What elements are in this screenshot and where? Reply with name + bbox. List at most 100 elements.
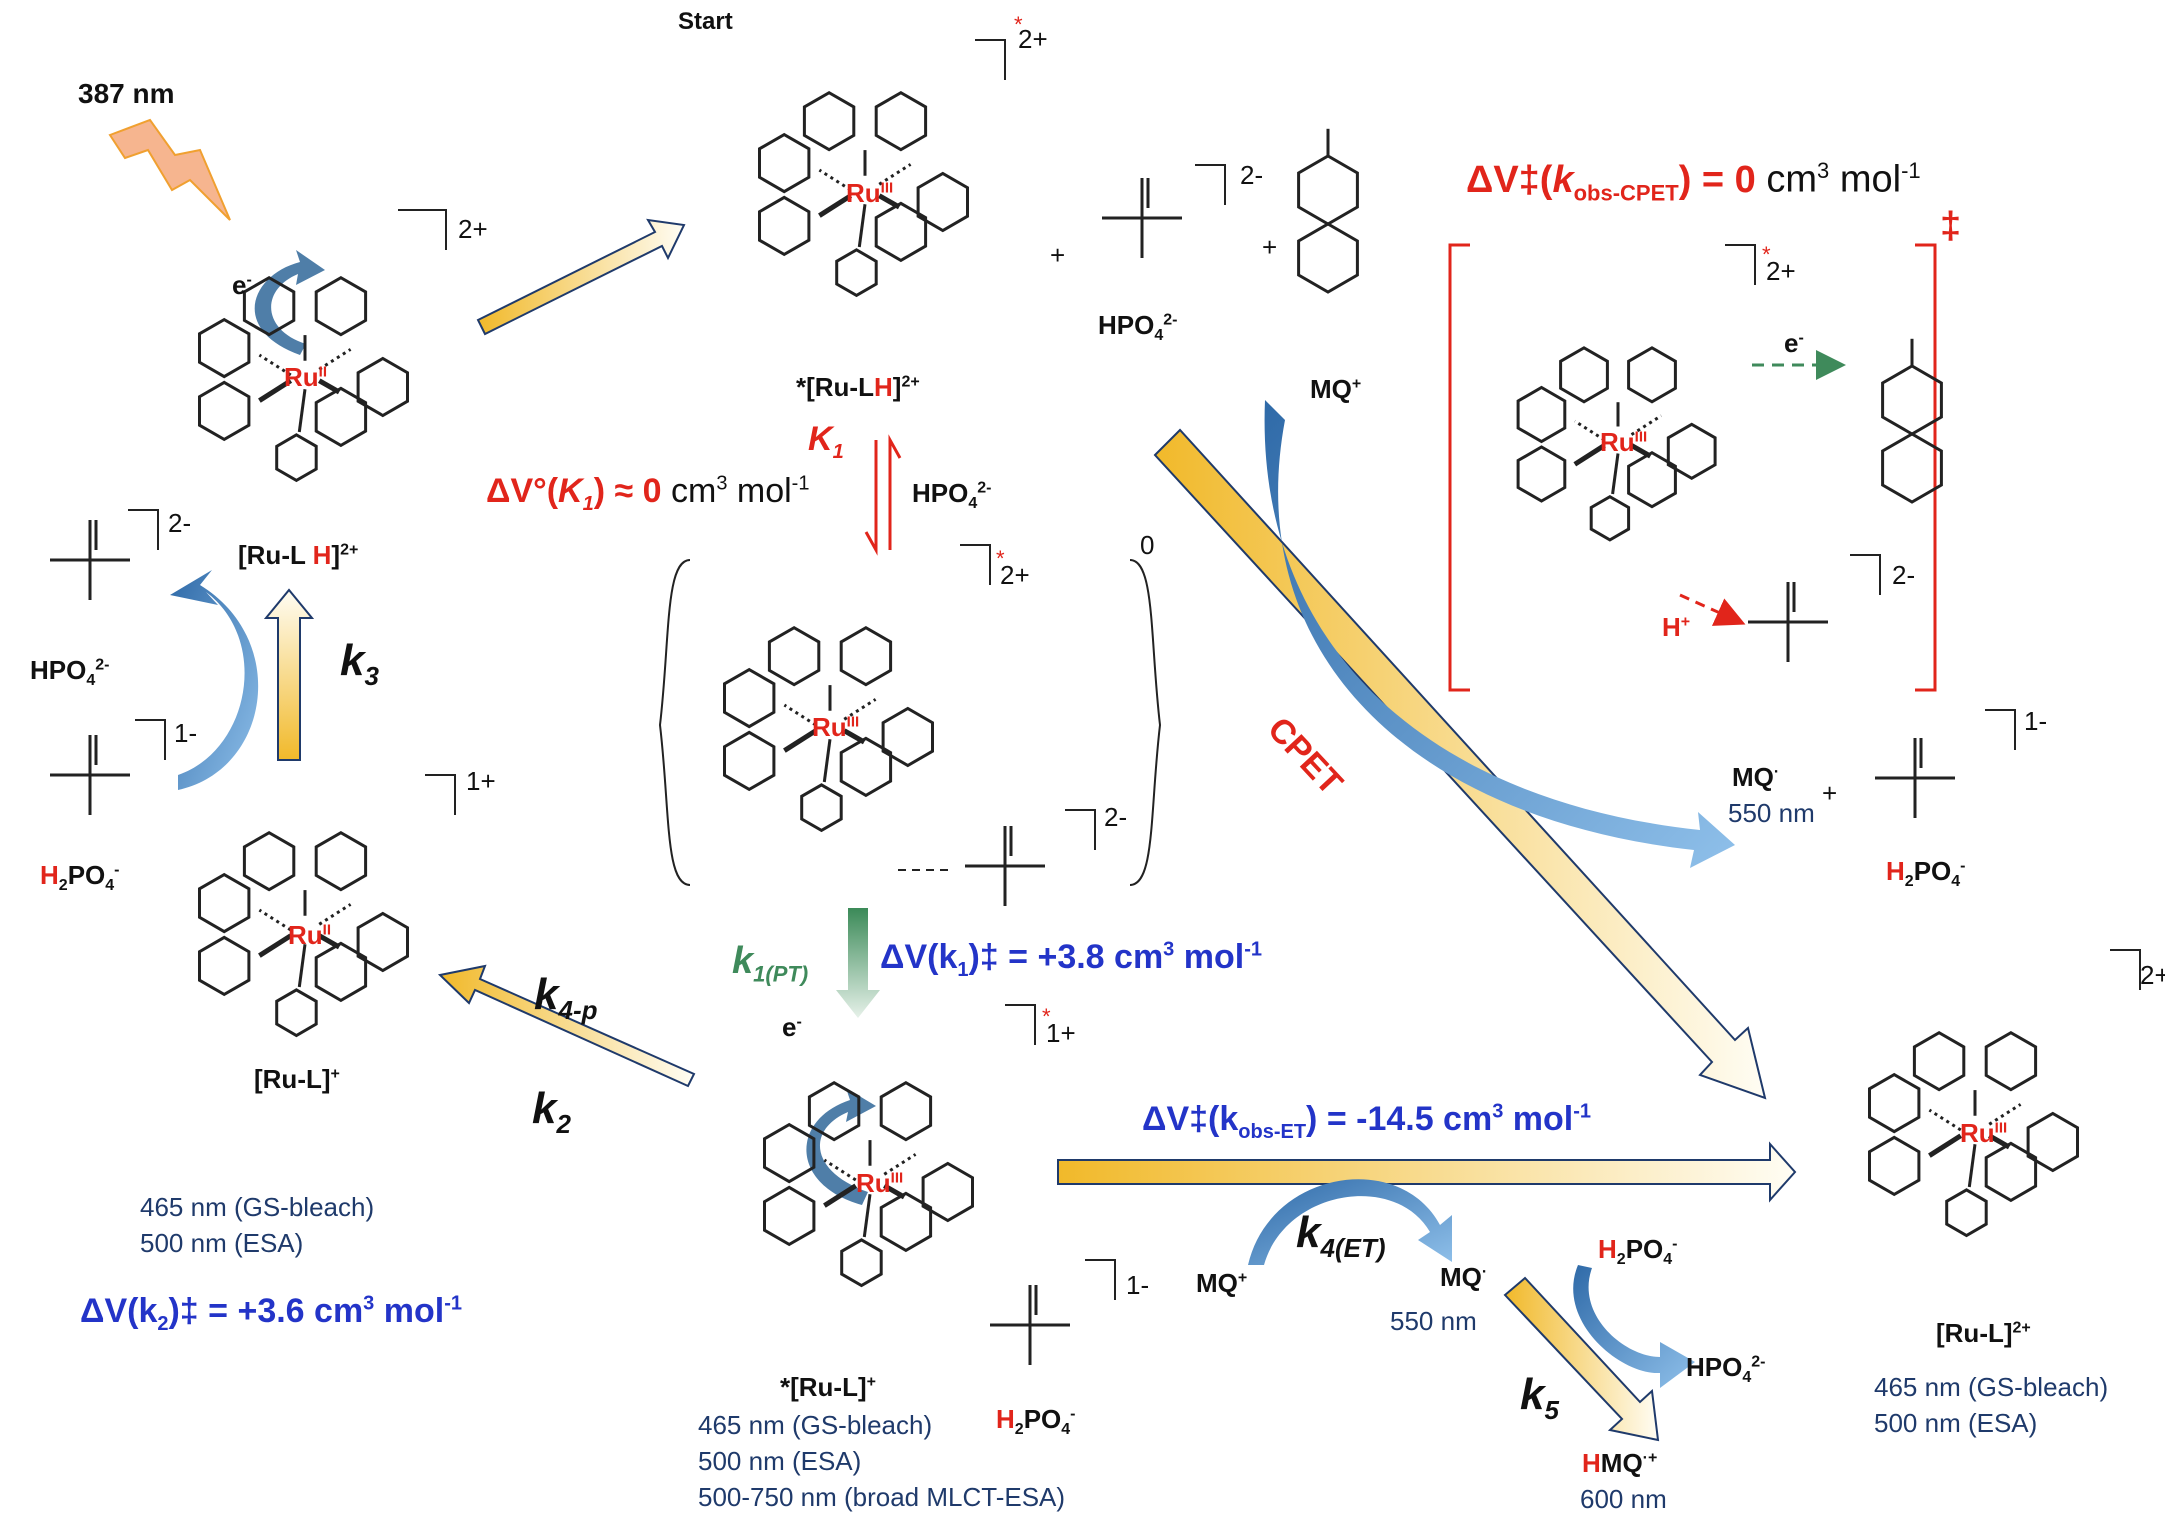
label-h2po4-k5: H2PO4- (1598, 1234, 1678, 1269)
product-pyridine-ring (2026, 1111, 2079, 1173)
rate-k2: k2 (532, 1084, 571, 1139)
ts-bond (1630, 414, 1663, 436)
label-hpo4-k5: HPO42- (1686, 1352, 1766, 1387)
eq-dv-k2: ΔV(k2)‡ = +3.6 cm3 mol-1 (80, 1292, 462, 1335)
adduct-braces (658, 559, 1162, 886)
deprotonated-bond (318, 903, 352, 926)
label-hmq: HMQ·+ (1582, 1448, 1658, 1478)
charge-adduct-po4: 2- (1104, 802, 1128, 832)
k5-phosphate-curve (1573, 1265, 1695, 1388)
deprotonated-bond (258, 933, 293, 958)
ts-double-dagger: ‡ (1940, 205, 1962, 247)
excited-bond (878, 193, 901, 210)
charge-hpo4-left: 2- (168, 508, 192, 538)
plus-sign-3: + (1822, 778, 1838, 808)
adduct-pyridine-ring (881, 706, 934, 768)
ground-bond (297, 389, 307, 433)
rate-k3: k3 (340, 636, 379, 691)
product-bond (1928, 1133, 1963, 1158)
rate-k4-et: k4(ET) (1296, 1208, 1386, 1263)
eq-dv-et: ΔV‡(kobs-ET) = -14.5 cm3 mol-1 (1142, 1100, 1592, 1143)
wl-ru-l-esa: 500 nm (ESA) (140, 1228, 304, 1258)
label-ru-lh-ground: [Ru-L H]2+ (238, 540, 359, 570)
charge-adduct-ru: *2+ (996, 546, 1030, 590)
ts-imidazole-ring (1589, 494, 1631, 542)
excited-l-pyridine-ring (763, 1185, 816, 1247)
adduct-pyridine-ring (839, 736, 893, 798)
ground-pyridine-ring (314, 275, 368, 337)
excited-bond (857, 204, 867, 248)
ground-bond (318, 348, 352, 371)
eq-dv-cpet: ΔV‡(kobs-CPET) = 0 cm3 mol-1 (1466, 158, 1921, 206)
ru-label-ts: RuIII (1600, 427, 1648, 457)
label-ru-l-plus: [Ru-L]+ (254, 1064, 340, 1094)
rate-k4p: k4-p (534, 970, 598, 1025)
adduct-pyridine-ring (723, 667, 776, 729)
charge-h2po4-right: 1- (2024, 706, 2048, 736)
ts-pyridine-ring (1516, 445, 1567, 503)
complex-skeletons (50, 90, 2079, 1365)
charge-h2po4-left: 1- (174, 718, 198, 748)
excited-l-bond (862, 1194, 872, 1238)
mq-top-ring (1297, 222, 1359, 294)
deprotonated-pyridine-ring (314, 830, 368, 892)
label-ru-l-2plus: [Ru-L]2+ (1936, 1318, 2031, 1348)
ru-label-deprot: RuII (288, 920, 332, 950)
wl-excited-gs: 465 nm (GS-bleach) (698, 1410, 933, 1440)
deprotonated-bond (258, 908, 292, 932)
wl-hmq: 600 nm (1580, 1484, 1667, 1514)
e-label-top: e- (232, 270, 252, 300)
product-pyridine-ring (1984, 1141, 2038, 1203)
ts-pyridine-ring (1559, 346, 1609, 404)
plus-sign-1: + (1050, 240, 1066, 270)
wl-mq-cpet: 550 nm (1728, 798, 1815, 828)
adduct-imidazole-ring (800, 783, 843, 833)
ground-pyridine-ring (356, 356, 409, 418)
excited-l-bond (883, 1183, 906, 1200)
ground-pyridine-ring (198, 317, 251, 379)
product-pyridine-ring (1868, 1135, 1921, 1197)
ground-bond (258, 378, 293, 403)
excited-l-bond (823, 1158, 857, 1182)
product-pyridine-ring (1984, 1030, 2038, 1092)
adduct-bond (822, 739, 832, 783)
adduct-pyridine-ring (767, 625, 821, 687)
deprotonated-pyridine-ring (314, 941, 368, 1003)
k1-pt-arrow (836, 908, 880, 1018)
label-mq-rad-et: MQ· (1440, 1262, 1488, 1292)
mq-ts-ring (1881, 432, 1943, 504)
charge-hpo4-top: 2- (1240, 160, 1264, 190)
excited-pyridine-ring (874, 90, 928, 152)
e-label-bottom: e- (782, 1012, 802, 1042)
charge-ts-ru: *2+ (1762, 242, 1796, 286)
charge-h2po4-bottom: 1- (1126, 1270, 1150, 1300)
h-plus-label: H+ (1662, 612, 1691, 642)
excited-pyridine-ring (916, 171, 969, 233)
wl-excited-mlct: 500-750 nm (broad MLCT-ESA) (698, 1482, 1066, 1512)
excited-pyridine-ring (874, 201, 928, 263)
label-ru-l-excited: *[Ru-L]+ (780, 1372, 876, 1402)
ru-label-excited-l: RuIII (856, 1168, 904, 1198)
excited-l-imidazole-ring (840, 1238, 883, 1288)
charge-deprot: 1+ (466, 766, 496, 796)
k5-arrow (1503, 1276, 1660, 1442)
deprotonated-pyridine-ring (242, 830, 296, 892)
excited-bond (818, 168, 852, 192)
excited-l-pyridine-ring (921, 1161, 974, 1223)
label-hpo4-equil: HPO42- (912, 478, 992, 513)
excited-bond (878, 163, 912, 186)
e-label-ts: e- (1784, 328, 1804, 358)
ground-pyridine-ring (198, 380, 251, 442)
excited-pyridine-ring (802, 90, 856, 152)
label-ru-lh-excited: *[Ru-LH]2+ (796, 372, 920, 402)
deprotonated-pyridine-ring (356, 911, 409, 973)
product-pyridine-ring (1912, 1030, 1966, 1092)
label-hpo4-top: HPO42- (1098, 310, 1178, 345)
adduct-bond (843, 728, 866, 745)
mq-ts-ring (1881, 364, 1943, 436)
wl-ru-l-gs: 465 nm (GS-bleach) (140, 1192, 375, 1222)
deprotonated-bond (297, 944, 307, 988)
ru-label-ground: RuII (284, 362, 328, 392)
electron-curl-bottom (806, 1088, 876, 1205)
